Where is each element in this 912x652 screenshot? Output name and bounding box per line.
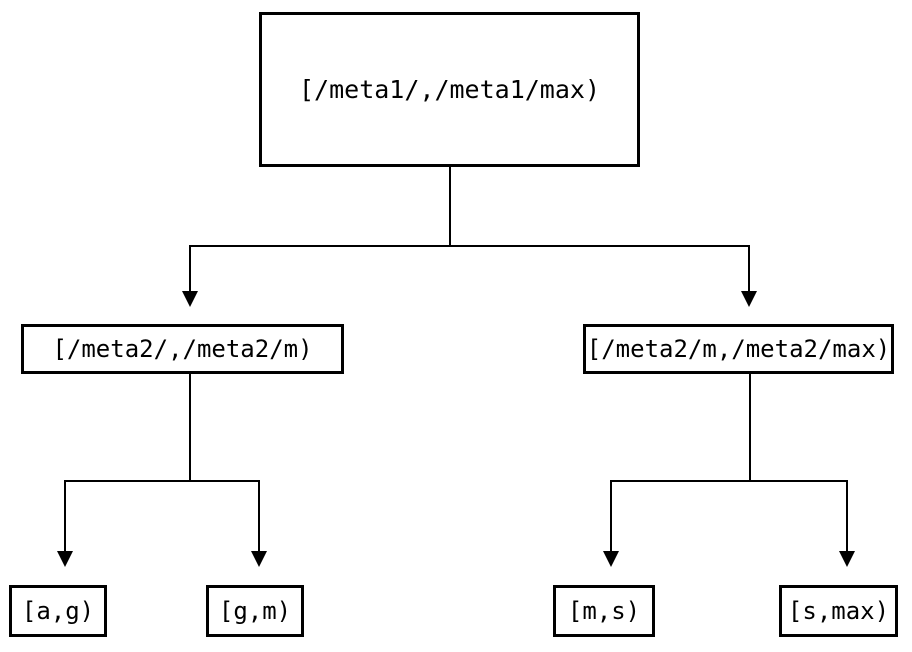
arrowhead-root-to-mid-right (741, 291, 757, 307)
arrowhead-root-to-mid-left (182, 291, 198, 307)
node-mid-left[interactable]: [/meta2/,/meta2/m) (21, 324, 344, 374)
node-leaf-g-m[interactable]: [g,m) (206, 585, 304, 637)
arrowhead-midleft-to-leaf-gm (251, 551, 267, 567)
arrowhead-midright-to-leaf-smax (839, 551, 855, 567)
node-leaf-m-s[interactable]: [m,s) (553, 585, 655, 637)
node-mid-right[interactable]: [/meta2/m,/meta2/max) (583, 324, 894, 374)
node-root[interactable]: [/meta1/,/meta1/max) (259, 12, 640, 167)
node-leaf-s-max[interactable]: [s,max) (779, 585, 898, 637)
arrowhead-midright-to-leaf-ms (603, 551, 619, 567)
node-leaf-a-g[interactable]: [a,g) (9, 585, 107, 637)
arrowhead-midleft-to-leaf-ag (57, 551, 73, 567)
